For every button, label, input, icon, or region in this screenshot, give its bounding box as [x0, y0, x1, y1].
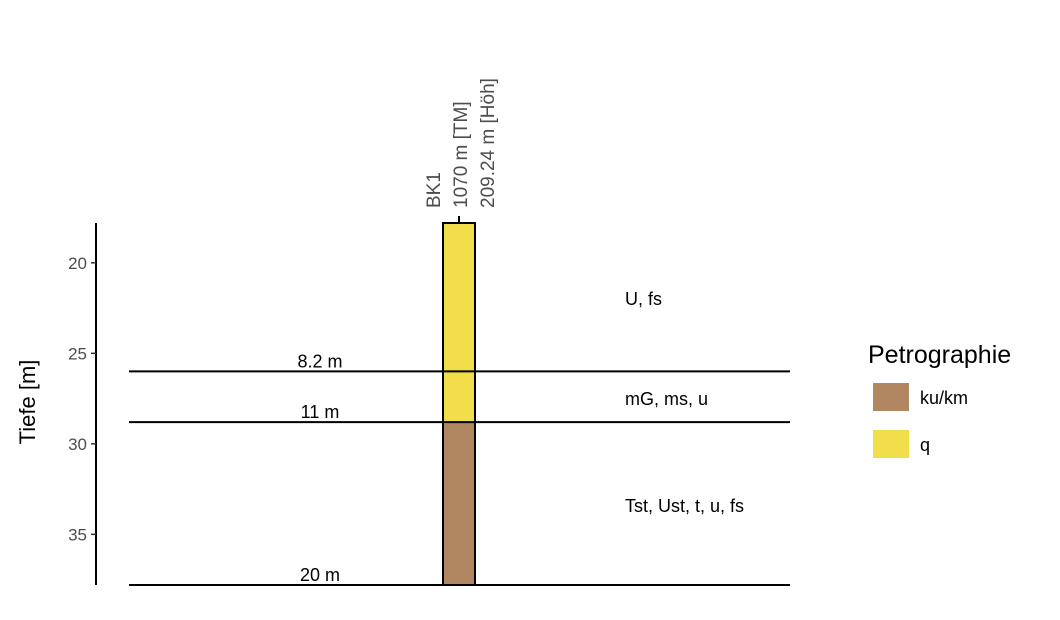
boundary-lines: 8.2 m 11 m 20 m [129, 351, 790, 586]
legend-entries: ku/km q [873, 383, 968, 458]
boundary-depth-label: 8.2 m [297, 351, 342, 371]
y-ticks: 20 25 30 35 [68, 254, 96, 544]
layer-rect [443, 422, 475, 585]
y-axis: 20 25 30 35 [68, 223, 97, 585]
layer-rect [443, 371, 475, 423]
well-header: BK1 1070 m [TM] 209.24 m [Höh] [424, 78, 499, 223]
legend-swatch [873, 430, 909, 458]
boundary-depth-label: 20 m [300, 565, 340, 585]
y-tick-label: 20 [68, 254, 87, 273]
y-axis-title: Tiefe [m] [15, 360, 40, 445]
legend-entry-label: q [920, 435, 930, 455]
boundary-depth-label: 11 m [301, 402, 340, 422]
well-name-label: BK1 [424, 172, 445, 208]
layer-rect [443, 223, 475, 372]
legend-title: Petrographie [868, 341, 1011, 369]
borehole-column [442, 222, 476, 586]
layer-descriptions: U, fs mG, ms, u Tst, Ust, t, u, fs [625, 289, 744, 516]
layer-description: mG, ms, u [625, 389, 708, 409]
layer-description: U, fs [625, 289, 662, 309]
layer-description: Tst, Ust, t, u, fs [625, 496, 744, 516]
y-tick-label: 25 [68, 344, 87, 363]
well-distance-label: 1070 m [TM] [451, 101, 472, 208]
legend-swatch [873, 383, 909, 411]
y-tick-label: 35 [68, 525, 87, 544]
legend: Petrographie ku/km q [868, 341, 1011, 458]
y-tick-label: 30 [68, 435, 87, 454]
legend-entry-label: ku/km [920, 388, 968, 408]
well-elevation-label: 209.24 m [Höh] [478, 78, 499, 208]
